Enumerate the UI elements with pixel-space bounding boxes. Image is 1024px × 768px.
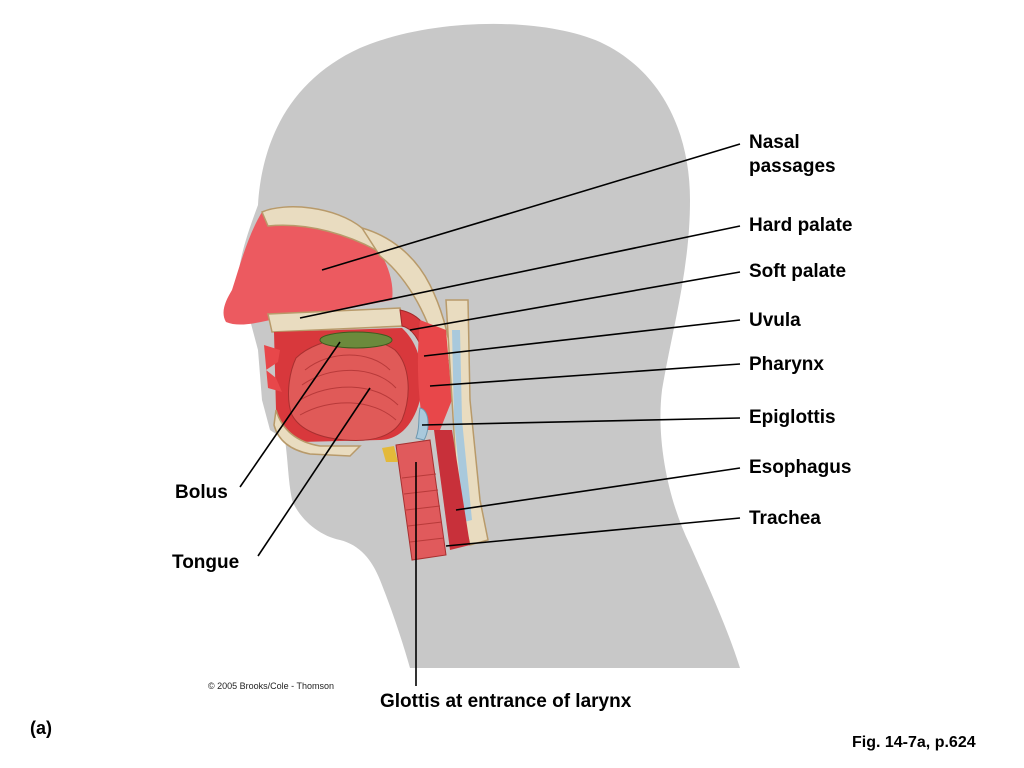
label-nasal-line2: passages <box>749 156 836 177</box>
tongue-muscle-fibers <box>299 354 399 421</box>
label-pharynx: Pharynx <box>749 354 824 375</box>
leader-esophagus <box>455 467 741 511</box>
copyright-notice: © 2005 Brooks/Cole - Thomson <box>208 681 335 691</box>
leader-pharynx <box>429 363 741 387</box>
trachea <box>395 439 447 561</box>
leader-nasal-passages <box>321 143 741 271</box>
label-esophagus: Esophagus <box>749 457 852 478</box>
spinal-cord <box>452 330 472 522</box>
head-silhouette <box>237 23 740 668</box>
figure-reference: Fig. 14-7a, p.624 <box>852 734 976 751</box>
label-glottis: Glottis at entrance of larynx <box>380 691 632 712</box>
thyroid-cartilage <box>382 446 398 462</box>
leader-lines <box>239 143 741 686</box>
panel-label: (a) <box>30 718 52 738</box>
sagittal-section <box>223 206 489 561</box>
label-bolus: Bolus <box>175 482 228 503</box>
label-tongue: Tongue <box>172 552 240 573</box>
pharynx <box>417 320 452 430</box>
leader-uvula <box>423 319 741 357</box>
leader-bolus <box>239 341 341 488</box>
esophagus <box>434 430 470 550</box>
label-nasal-passages: Nasal passages <box>749 131 836 179</box>
bolus <box>319 331 393 349</box>
leader-soft-palate <box>409 271 741 331</box>
label-uvula: Uvula <box>749 310 801 331</box>
label-hard-palate: Hard palate <box>749 215 853 236</box>
leader-tongue <box>257 387 371 557</box>
label-soft-palate: Soft palate <box>749 261 847 282</box>
lips <box>264 345 282 392</box>
label-nasal-line1: Nasal <box>749 132 800 153</box>
mandible <box>273 409 362 457</box>
label-trachea: Trachea <box>749 508 821 529</box>
epiglottis <box>415 407 429 441</box>
leader-trachea <box>445 517 741 547</box>
leader-epiglottis <box>421 417 741 426</box>
leader-hard-palate <box>299 225 741 319</box>
label-epiglottis: Epiglottis <box>749 407 836 428</box>
